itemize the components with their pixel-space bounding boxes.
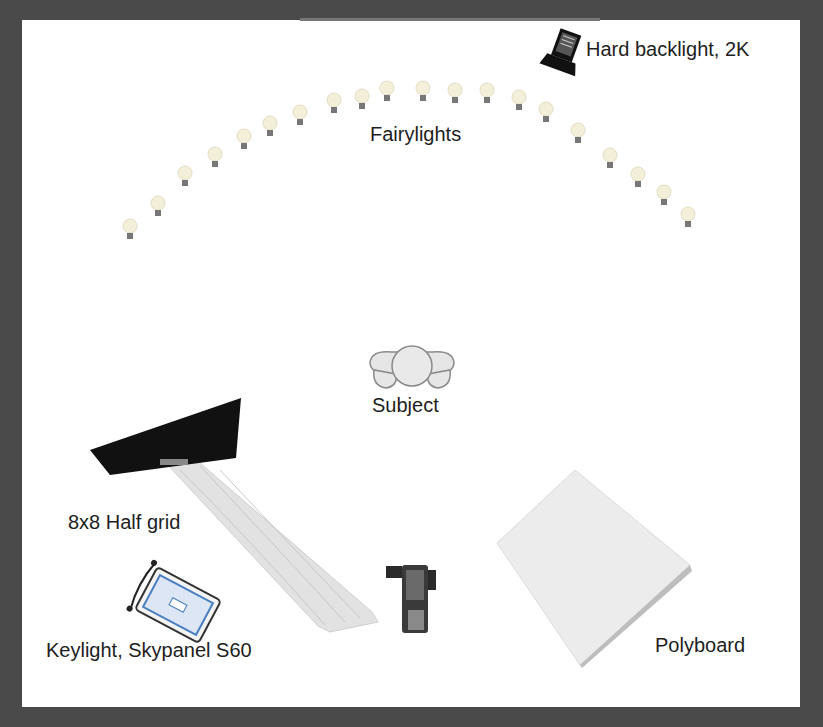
camera <box>386 565 436 633</box>
bulb <box>355 89 369 103</box>
bulb-base <box>452 97 458 103</box>
bulb-base <box>607 162 613 168</box>
bulb-base <box>182 180 188 186</box>
skypanel-keylight <box>126 559 224 648</box>
bulb-base <box>297 119 303 125</box>
subject-figure <box>370 346 454 388</box>
bulb <box>380 81 394 95</box>
bulb-base <box>543 116 549 122</box>
bulb-base <box>331 107 337 113</box>
subject-label: Subject <box>372 393 439 417</box>
floor <box>22 20 800 707</box>
bulb <box>237 129 251 143</box>
bulb <box>416 81 430 95</box>
bulb <box>631 167 645 181</box>
bulb-base <box>267 130 273 136</box>
fixture-label: Fairylights <box>370 122 461 146</box>
bulb-base <box>685 221 691 227</box>
bulb <box>539 102 553 116</box>
bulb-base <box>384 95 390 101</box>
bulb <box>448 83 462 97</box>
bulb-base <box>516 104 522 110</box>
bulb <box>571 123 585 137</box>
bulb <box>151 196 165 210</box>
bulb <box>263 116 277 130</box>
bulb-base <box>241 143 247 149</box>
bulb <box>657 185 671 199</box>
bulb <box>603 148 617 162</box>
bulb <box>293 105 307 119</box>
bulb <box>681 207 695 221</box>
fixture-label: Hard backlight, 2K <box>586 37 749 61</box>
bulb <box>208 147 222 161</box>
bulb <box>480 83 494 97</box>
bulb-base <box>212 161 218 167</box>
bulb <box>512 90 526 104</box>
wall-opening <box>300 18 600 21</box>
bulb-base <box>575 137 581 143</box>
fixture-label: Keylight, Skypanel S60 <box>46 638 252 662</box>
bulb-base <box>359 103 365 109</box>
fairylights-string <box>123 81 695 239</box>
bulb-base <box>155 210 161 216</box>
bulb-base <box>661 199 667 205</box>
bulb-base <box>484 97 490 103</box>
fixture-label: Polyboard <box>655 633 745 657</box>
fixture-label: 8x8 Half grid <box>68 510 180 534</box>
bulb-base <box>420 95 426 101</box>
bulb <box>123 219 137 233</box>
bulb-base <box>635 181 641 187</box>
backlight-fixture <box>539 26 588 77</box>
bulb <box>327 93 341 107</box>
bulb-base <box>127 233 133 239</box>
bulb <box>178 166 192 180</box>
